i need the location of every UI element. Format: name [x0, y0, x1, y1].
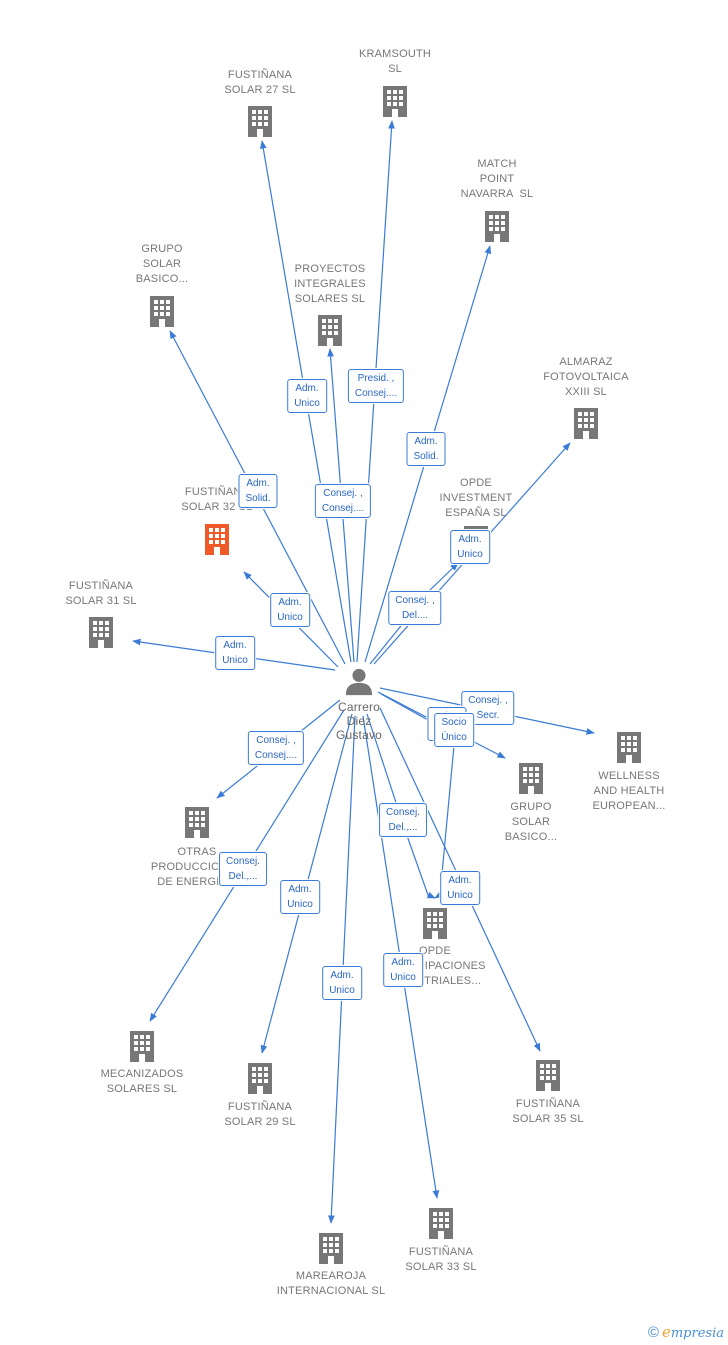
- edge-label-fustinana35[interactable]: Adm. Unico: [440, 871, 480, 905]
- node-label-matchpoint[interactable]: MATCH POINT NAVARRA SL: [460, 158, 534, 200]
- node-label-fustinana27[interactable]: FUSTIÑANA SOLAR 27 SL: [224, 69, 296, 96]
- node-label-kramsouth[interactable]: KRAMSOUTH SL: [358, 48, 432, 75]
- building-icon[interactable]: [205, 524, 229, 555]
- building-icon[interactable]: [536, 1060, 560, 1091]
- edge-opdeinv: [369, 562, 459, 665]
- edge-label-opdepart[interactable]: Socio Único: [434, 713, 474, 747]
- node-label-mecanizados[interactable]: MECANIZADOS SOLARES SL: [100, 1068, 184, 1095]
- node-label-grupo1[interactable]: GRUPO SOLAR BASICO...: [135, 243, 189, 285]
- building-icon[interactable]: [318, 315, 342, 346]
- node-label-fustinana29[interactable]: FUSTIÑANA SOLAR 29 SL: [224, 1101, 296, 1128]
- node-label-fustinana32[interactable]: FUSTIÑANA SOLAR 32 SL: [181, 486, 252, 513]
- node-label-marearoja[interactable]: MAREAROJA INTERNACIONAL SL: [276, 1270, 386, 1297]
- edge-label-proyectos[interactable]: Consej. , Consej....: [314, 484, 372, 518]
- building-icon[interactable]: [485, 211, 509, 242]
- person-icon[interactable]: [345, 668, 373, 696]
- building-icon[interactable]: [150, 296, 174, 327]
- building-icon[interactable]: [574, 408, 598, 439]
- edge-label-almaraz[interactable]: Adm. Unico: [450, 530, 490, 564]
- building-icon[interactable]: [248, 1063, 272, 1094]
- edge-label-grupo1[interactable]: Adm. Solid.: [238, 474, 278, 508]
- building-icon[interactable]: [185, 807, 209, 838]
- copyright-icon: ©: [647, 1324, 659, 1341]
- edge-label-fustinana31[interactable]: Adm. Unico: [215, 636, 255, 670]
- building-icon[interactable]: [130, 1031, 154, 1062]
- edge-label-otras[interactable]: Consej. , Consej....: [247, 731, 305, 765]
- building-icon[interactable]: [319, 1233, 343, 1264]
- building-icon[interactable]: [617, 732, 641, 763]
- building-icon[interactable]: [519, 763, 543, 794]
- node-label-proyectos[interactable]: PROYECTOS INTEGRALES SOLARES SL: [294, 263, 366, 305]
- edge-label-fustinana29[interactable]: Adm. Unico: [280, 880, 320, 914]
- building-icon[interactable]: [89, 617, 113, 648]
- building-icon[interactable]: [248, 106, 272, 137]
- edge-label-mecanizados[interactable]: Consej. Del.,...: [219, 852, 267, 886]
- node-label-opdeinv[interactable]: OPDE INVESTMENT ESPAÑA SL: [439, 477, 513, 519]
- node-label-almaraz[interactable]: ALMARAZ FOTOVOLTAICA XXIII SL: [543, 356, 629, 398]
- footer-brand[interactable]: ©empresia: [648, 1323, 724, 1341]
- node-label-fustinana35[interactable]: FUSTIÑANA SOLAR 35 SL: [512, 1098, 584, 1125]
- edge-label-opdeinv[interactable]: Consej. , Del....: [388, 591, 442, 625]
- building-icon[interactable]: [423, 908, 447, 939]
- node-label-wellness[interactable]: WELLNESS AND HEALTH EUROPEAN...: [592, 770, 666, 812]
- brand-logo-e: e: [661, 1323, 671, 1341]
- node-label-grupo2[interactable]: GRUPO SOLAR BASICO...: [504, 801, 558, 843]
- edge-label-matchpoint[interactable]: Adm. Solid.: [406, 432, 446, 466]
- center-person-name[interactable]: Carrero Diez Gustavo: [335, 700, 383, 742]
- node-label-fustinana31[interactable]: FUSTIÑANA SOLAR 31 SL: [65, 580, 137, 607]
- edge-label-marearoja[interactable]: Adm. Unico: [322, 966, 362, 1000]
- edge-label-fustinana33[interactable]: Adm. Unico: [383, 953, 423, 987]
- edge-label-kramsouth[interactable]: Presid. , Consej....: [347, 369, 405, 403]
- edge-opdepart: [380, 693, 456, 899]
- building-icon[interactable]: [429, 1208, 453, 1239]
- edge-opdepart: [366, 713, 436, 899]
- brand-name: mpresia: [670, 1326, 724, 1341]
- edge-label-opdepart[interactable]: Consej. Del.,...: [379, 803, 427, 837]
- edge-label-fustinana27[interactable]: Adm. Unico: [287, 379, 327, 413]
- node-label-fustinana33[interactable]: FUSTIÑANA SOLAR 33 SL: [405, 1246, 477, 1273]
- building-icon[interactable]: [383, 86, 407, 117]
- edge-label-fustinana32[interactable]: Adm. Unico: [270, 593, 310, 627]
